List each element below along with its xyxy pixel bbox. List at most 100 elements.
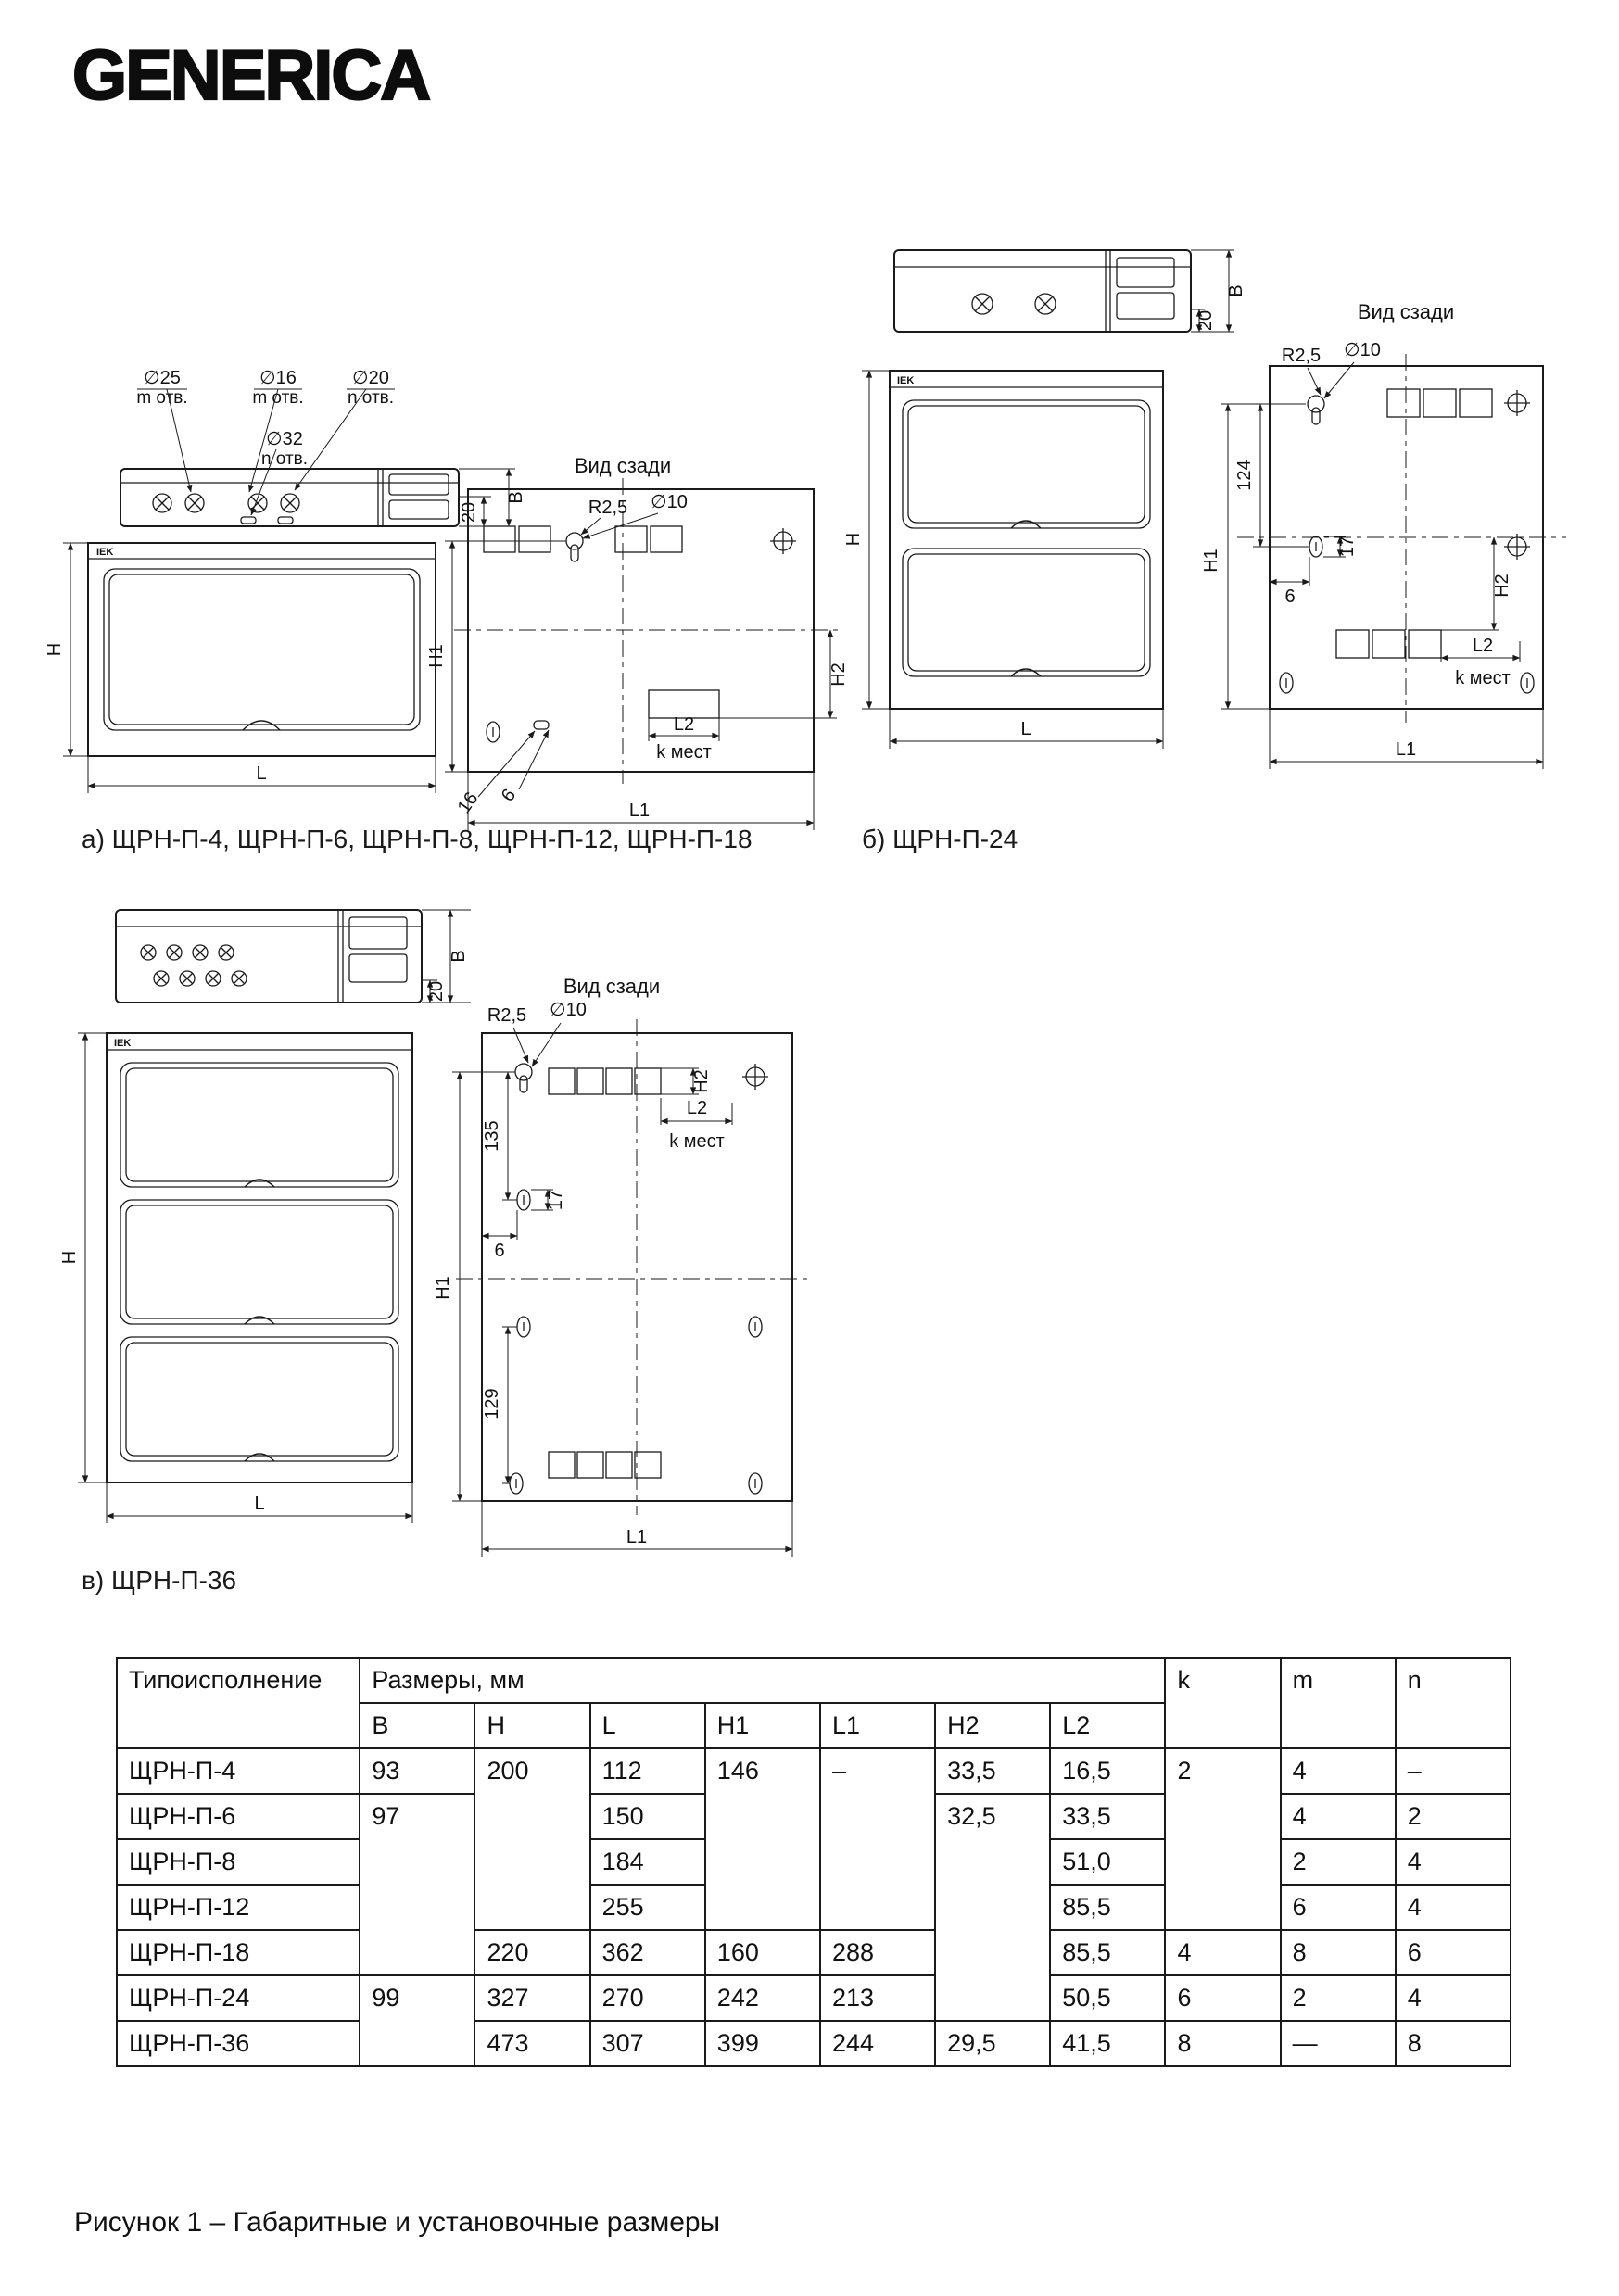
table-cell: 93 <box>359 1747 476 1795</box>
table-cell: 150 <box>588 1793 706 1840</box>
table-cell: 146 <box>703 1747 821 1931</box>
figure-b-drawing: 20 B IEK H L Вид сзади <box>843 249 1566 769</box>
rear-view-title: Вид сзади <box>1358 300 1454 323</box>
table-cell: 184 <box>588 1838 706 1886</box>
hole-d32-sub: n отв. <box>261 449 308 469</box>
table-cell: 85,5 <box>1049 1884 1167 1931</box>
table-cell: 29,5 <box>934 2020 1052 2067</box>
dim-H1-label: H1 <box>1201 549 1221 573</box>
dim-20-label: 20 <box>1195 310 1216 331</box>
table-cell: 4 <box>1394 1838 1512 1886</box>
dim-17-label: 17 <box>546 1190 566 1210</box>
row-name-cell: ЩРН-П-8 <box>115 1838 361 1886</box>
row-name-cell: ЩРН-П-36 <box>115 2020 361 2067</box>
table-row: ЩРН-П-4 93 200 112 146 – 33,5 16,5 2 4 – <box>115 1747 1512 1931</box>
dim-L-label: L <box>1020 719 1031 739</box>
fig-a-front-view: IEK H L <box>44 542 436 793</box>
table-cell: 2 <box>1279 1838 1397 1886</box>
dimensions-table: Типоисполнение Размеры, мм k m n B H L H… <box>115 1657 1512 2067</box>
table-row: ЩРН-П-8 184 51,0 2 4 <box>115 1838 1512 1886</box>
hole-d20-label: ∅20 <box>352 368 389 388</box>
table-cell: 288 <box>818 1929 937 1976</box>
table-cell: 51,0 <box>1049 1838 1167 1886</box>
table-cell: 16,5 <box>1049 1747 1167 1795</box>
table-cell: 4 <box>1279 1747 1397 1795</box>
table-row: ЩРН-П-12 255 85,5 6 4 <box>115 1884 1512 1931</box>
dim-L2-label: L2 <box>1473 636 1493 656</box>
col-header-H2: H2 <box>934 1702 1052 1749</box>
figure-a-drawing: ∅25 m отв. ∅16 m отв. ∅20 n отв. ∅32 n о… <box>44 368 849 830</box>
rear-view-title: Вид сзади <box>575 454 671 477</box>
table-cell: 160 <box>703 1929 821 1976</box>
figure-v-drawing: 20 B IEK H L Ви <box>59 909 811 1557</box>
radius-label: R2,5 <box>1282 346 1321 366</box>
table-cell: 4 <box>1279 1793 1397 1840</box>
iek-brand-mark: IEK <box>114 1038 131 1049</box>
table-cell: 8 <box>1164 2020 1282 2067</box>
col-header-L2: L2 <box>1049 1702 1167 1749</box>
col-header-L1: L1 <box>818 1702 937 1749</box>
rear-view-title: Вид сзади <box>563 975 660 998</box>
radius-label: R2,5 <box>487 1005 526 1026</box>
table-row: ЩРН-П-24 99 327 270 242 213 50,5 6 2 4 <box>115 1974 1512 2067</box>
table-cell: 399 <box>703 2020 821 2067</box>
table-cell: 362 <box>588 1929 706 1976</box>
table-cell: 33,5 <box>1049 1793 1167 1840</box>
table-cell: 97 <box>359 1793 476 1976</box>
table-cell: 8 <box>1279 1929 1397 1976</box>
table-cell: — <box>1279 2020 1397 2067</box>
col-header-k: k <box>1164 1657 1282 1749</box>
dim-B-label: B <box>449 950 469 962</box>
dim-H1-label: H1 <box>426 644 447 668</box>
table-cell: 242 <box>703 1974 821 2022</box>
hole-d20-sub: n отв. <box>348 388 394 408</box>
table-cell: 32,5 <box>934 1793 1052 2022</box>
figure-v-caption: в) ЩРН-П-36 <box>82 1566 237 1595</box>
dim-B-label: B <box>1226 284 1246 296</box>
dim-L2-label: L2 <box>674 714 694 735</box>
dim-B-label: B <box>506 491 526 503</box>
figure-main-caption: Рисунок 1 – Габаритные и установочные ра… <box>74 2207 721 2238</box>
dim-20-label: 20 <box>426 981 447 1002</box>
fig-a-top-view: ∅25 m отв. ∅16 m отв. ∅20 n отв. ∅32 n о… <box>120 368 526 527</box>
col-header-B: B <box>359 1702 476 1749</box>
dim-124-label: 124 <box>1234 460 1255 490</box>
iek-brand-mark: IEK <box>897 375 914 386</box>
dim-H2-label: H2 <box>1492 574 1512 598</box>
dim-129-label: 129 <box>482 1388 502 1419</box>
dim-L-label: L <box>256 763 266 784</box>
dim-6-label: 6 <box>1284 587 1295 607</box>
table-cell: 307 <box>588 2020 706 2067</box>
iek-brand-mark: IEK <box>96 547 113 558</box>
k-places-label: k мест <box>669 1131 725 1152</box>
table-header-row: Типоисполнение Размеры, мм k m n <box>115 1657 1512 1749</box>
dim-H-label: H <box>843 533 864 546</box>
col-header-H1: H1 <box>703 1702 821 1749</box>
dim-17-label: 17 <box>1337 536 1358 557</box>
table-cell: 8 <box>1394 2020 1512 2067</box>
fig-b-rear-view: Вид сзади R2,5 ∅10 124 H1 17 <box>1201 300 1566 769</box>
table-cell: 4 <box>1394 1974 1512 2022</box>
table-row: ЩРН-П-6 97 150 32,5 33,5 4 2 <box>115 1793 1512 2022</box>
hole-d16-sub: m отв. <box>252 388 303 408</box>
table-cell: 473 <box>474 2020 591 2067</box>
dim-H2-label: H2 <box>828 662 849 687</box>
table-cell: 85,5 <box>1049 1929 1167 1976</box>
hole-d10-label: ∅10 <box>651 492 688 512</box>
table-cell: – <box>818 1747 937 1931</box>
table-row: ЩРН-П-36 473 307 399 244 29,5 41,5 8 — 8 <box>115 2020 1512 2067</box>
hole-d25-sub: m отв. <box>136 388 187 408</box>
dim-L1-label: L1 <box>629 801 650 821</box>
fig-v-top-view: 20 B <box>115 909 471 1003</box>
table-cell: 4 <box>1164 1929 1282 1976</box>
fig-v-rear-view: Вид сзади R2,5 ∅10 H2 L2 k мест <box>433 975 811 1557</box>
brand-logo: GENERICA <box>71 35 432 116</box>
table-cell: 2 <box>1164 1747 1282 1931</box>
table-cell: 4 <box>1394 1884 1512 1931</box>
dim-H2-label: H2 <box>691 1069 712 1093</box>
dim-L-label: L <box>254 1494 264 1514</box>
fig-a-rear-view: Вид сзади R2,5 ∅10 16 6 L2 <box>426 454 849 830</box>
table-cell: 270 <box>588 1974 706 2022</box>
k-places-label: k мест <box>656 742 712 763</box>
